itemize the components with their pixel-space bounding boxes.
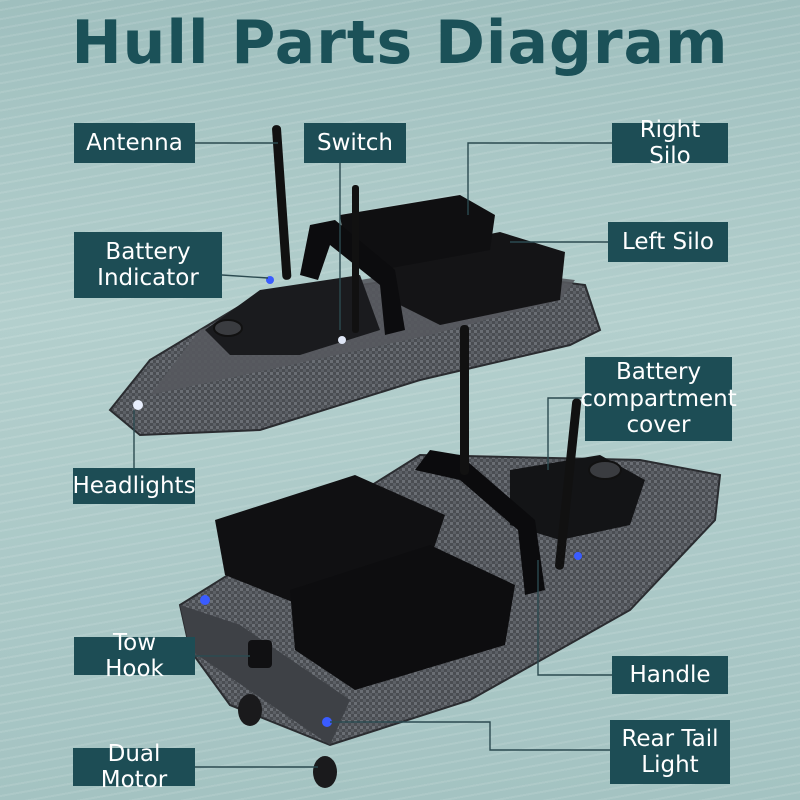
bottom-boat-antenna-2 bbox=[555, 398, 582, 570]
label-switch: Switch bbox=[304, 123, 406, 163]
leader-rear-tail-light bbox=[330, 721, 610, 751]
top-boat-handle bbox=[300, 220, 405, 335]
top-boat-antenna bbox=[272, 125, 292, 280]
motor-left bbox=[238, 694, 262, 726]
top-boat-battery-led bbox=[266, 276, 274, 284]
top-boat-hatch bbox=[213, 319, 243, 337]
label-right-silo: Right Silo bbox=[612, 117, 728, 169]
top-boat-switch-antenna bbox=[352, 185, 359, 333]
label-left-silo: Left Silo bbox=[608, 222, 728, 262]
page-title: Hull Parts Diagram bbox=[71, 8, 729, 78]
label-handle: Handle bbox=[612, 656, 728, 694]
bottom-boat-antenna-1 bbox=[460, 325, 469, 475]
bottom-boat-tow-hook bbox=[248, 640, 272, 668]
top-boat-headlight bbox=[133, 400, 143, 410]
label-battery-cover: Battery compartment cover bbox=[580, 357, 737, 441]
label-headlights: Headlights bbox=[72, 468, 196, 504]
label-battery-indicator: Battery Indicator bbox=[74, 232, 222, 298]
leader-right-silo bbox=[467, 142, 612, 215]
label-antenna: Antenna bbox=[74, 123, 195, 163]
top-boat-canopy bbox=[205, 275, 380, 355]
top-boat-switch-light bbox=[338, 336, 346, 344]
bottom-boat-left-light bbox=[200, 595, 210, 605]
label-dual-motor: Dual Motor bbox=[73, 741, 195, 793]
top-boat bbox=[108, 125, 602, 437]
label-tow-hook: Tow Hook bbox=[74, 630, 195, 682]
top-boat-right-silo bbox=[340, 195, 495, 270]
bottom-boat-stern bbox=[180, 605, 350, 745]
leader-battery-cover bbox=[547, 397, 585, 470]
bottom-boat-right-silo bbox=[290, 545, 515, 690]
bottom-boat-hatch bbox=[588, 460, 622, 480]
bottom-boat-tail-light bbox=[322, 717, 332, 727]
bottom-boat bbox=[178, 325, 722, 788]
leader-battery-indicator bbox=[221, 274, 269, 279]
motor-right bbox=[313, 756, 337, 788]
leader-lines bbox=[133, 142, 612, 768]
leader-handle bbox=[537, 560, 612, 676]
label-rear-tail-light: Rear Tail Light bbox=[610, 720, 730, 784]
bottom-boat-battery-led bbox=[574, 552, 582, 560]
bottom-boat-handle bbox=[415, 450, 545, 595]
